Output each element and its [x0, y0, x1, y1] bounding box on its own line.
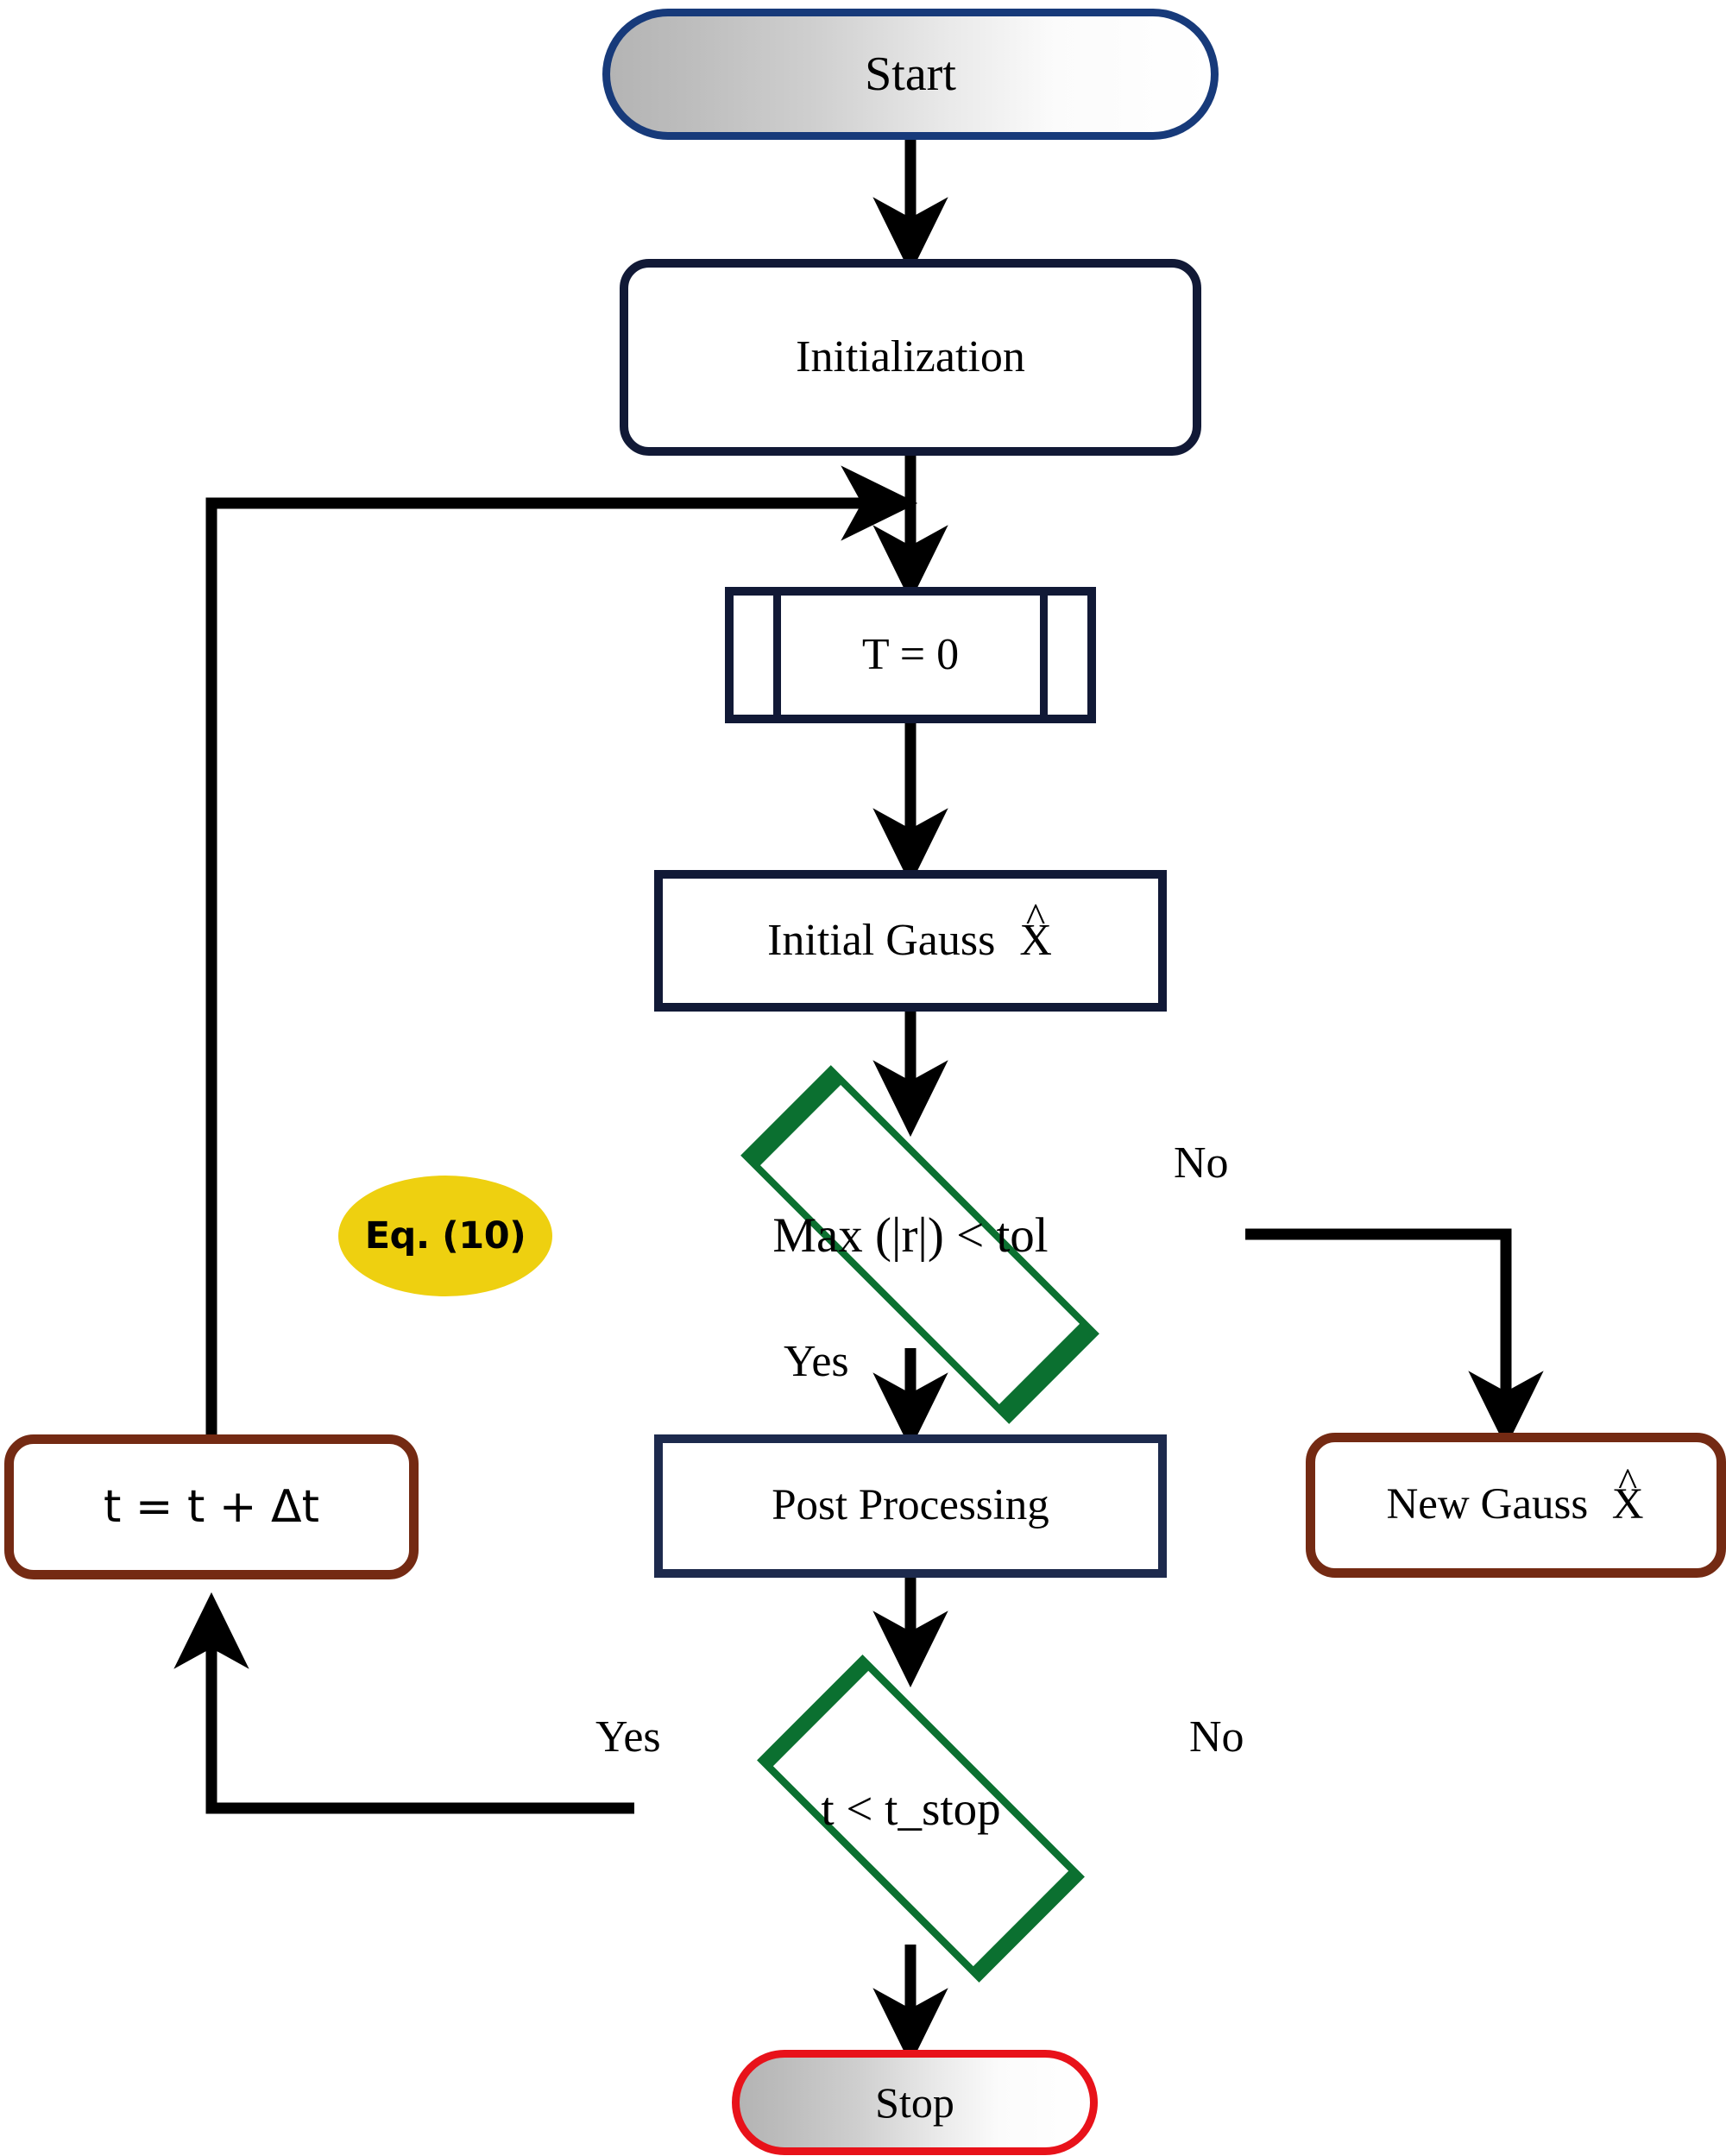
node-stop-check[interactable]: t < t_stop — [624, 1654, 1198, 1983]
x-symbol: X — [1019, 915, 1052, 965]
node-new-gauss-text: New Gauss — [1386, 1480, 1589, 1529]
annotation-eq-10[interactable]: Eq. (10) — [338, 1176, 552, 1296]
node-residual-check[interactable]: Max (|r|) < tol — [574, 1065, 1247, 1424]
node-stop[interactable]: Stop — [732, 2050, 1098, 2155]
predefined-process-left-bar — [773, 596, 781, 715]
circumflex-accent-icon: ^ — [1618, 1460, 1638, 1506]
edge-label-stopcheck-no: No — [1189, 1712, 1244, 1762]
node-start-label: Start — [865, 47, 956, 101]
node-initialization-label: Initialization — [796, 331, 1025, 381]
node-time-increment-label: t = t + Δt — [104, 1480, 319, 1533]
node-post-processing-label: Post Processing — [772, 1481, 1049, 1530]
x-hat-symbol: ^X — [1610, 1463, 1646, 1529]
x-hat-symbol: ^X — [1017, 898, 1054, 965]
edge-residualcheck-no-to-newgauss — [1245, 1228, 1544, 1448]
node-residual-check-label: Max (|r|) < tol — [772, 1207, 1049, 1263]
node-time-reset[interactable]: T = 0 — [725, 587, 1096, 723]
node-initial-gauss[interactable]: Initial Gauss ^X — [654, 870, 1167, 1012]
edge-label-residual-no: No — [1174, 1138, 1229, 1188]
x-symbol: X — [1611, 1480, 1644, 1529]
node-new-gauss-label: New Gauss ^X — [1386, 1463, 1646, 1529]
edge-label-stopcheck-yes: Yes — [595, 1712, 661, 1762]
node-initialization[interactable]: Initialization — [620, 259, 1201, 456]
node-start[interactable]: Start — [602, 9, 1219, 140]
node-stop-check-label: t < t_stop — [821, 1782, 1001, 1835]
node-time-reset-label: T = 0 — [861, 629, 960, 679]
circumflex-accent-icon: ^ — [1025, 895, 1046, 942]
node-new-gauss[interactable]: New Gauss ^X — [1306, 1433, 1726, 1578]
node-time-increment[interactable]: t = t + Δt — [4, 1434, 419, 1579]
annotation-eq-10-label: Eq. (10) — [364, 1214, 526, 1258]
node-post-processing[interactable]: Post Processing — [654, 1434, 1167, 1578]
node-initial-gauss-text: Initial Gauss — [767, 915, 996, 965]
edge-label-residual-yes: Yes — [784, 1337, 849, 1386]
node-stop-label: Stop — [875, 2077, 954, 2127]
predefined-process-right-bar — [1040, 596, 1048, 715]
node-initial-gauss-label: Initial Gauss ^X — [767, 898, 1054, 965]
edge-stopcheck-yes-to-timeincrement — [173, 1592, 634, 1814]
